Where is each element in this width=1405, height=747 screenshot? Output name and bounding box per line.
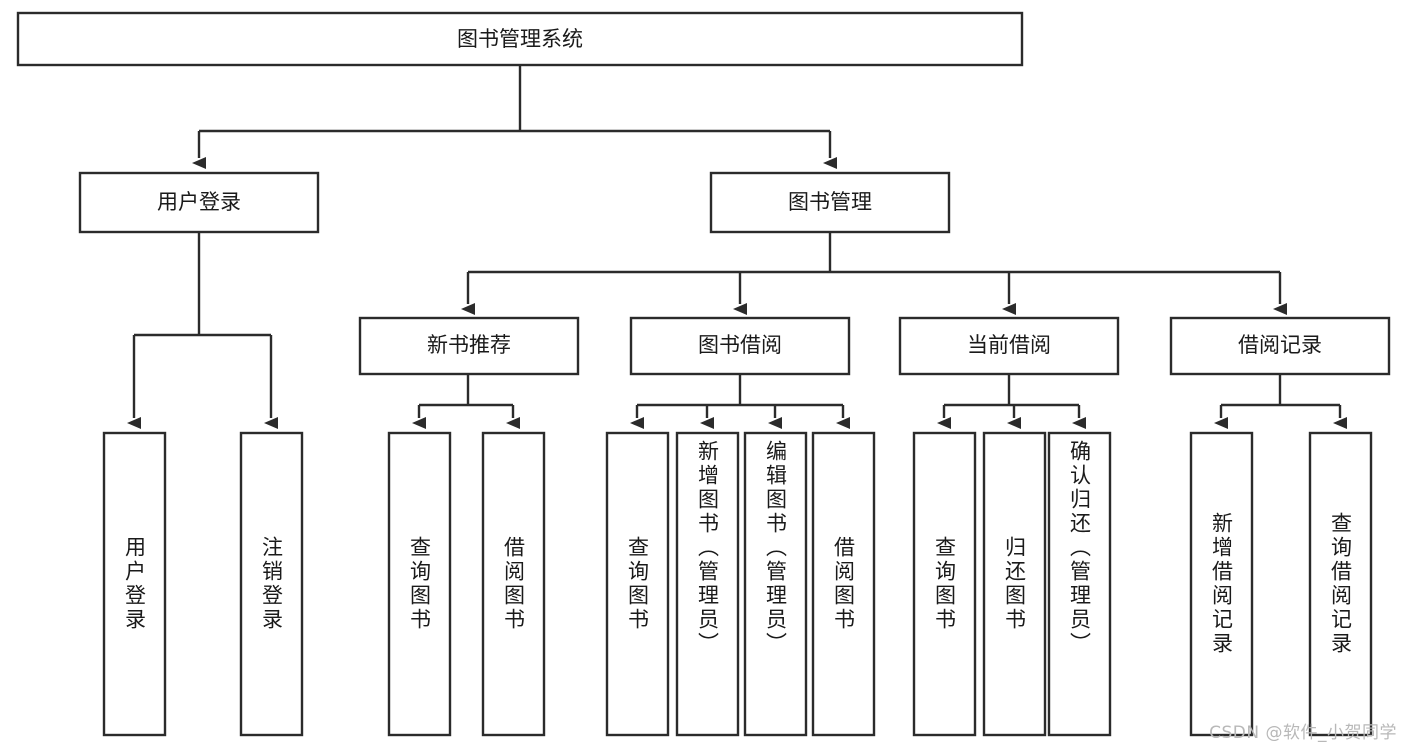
node-book-borrow-box[interactable] <box>629 316 851 376</box>
leaf-box-book-borrow-1[interactable] <box>605 431 670 737</box>
leaf-box-new-book-1[interactable] <box>387 431 452 737</box>
node-book-manage-label: 图书管理 <box>788 190 872 214</box>
node-borrow-record[interactable]: 借阅记录 <box>1169 316 1391 376</box>
leaf-box-borrow-record-2[interactable] <box>1308 431 1373 737</box>
node-current-borrow-box[interactable] <box>898 316 1120 376</box>
leaf-box-current-borrow-2[interactable] <box>982 431 1047 737</box>
node-current-borrow[interactable]: 当前借阅 <box>898 316 1120 376</box>
node-book-borrow-label: 图书借阅 <box>698 333 782 357</box>
node-root-box[interactable] <box>16 11 1024 67</box>
node-book-borrow[interactable]: 图书借阅 <box>629 316 851 376</box>
node-new-book-recommend[interactable]: 新书推荐 <box>358 316 580 376</box>
leaf-boxes <box>102 431 1373 737</box>
leaf-box-book-borrow-4[interactable] <box>811 431 876 737</box>
leaf-box-borrow-record-1[interactable] <box>1189 431 1254 737</box>
node-user-login-label: 用户登录 <box>157 190 241 214</box>
leaf-box-current-borrow-1[interactable] <box>912 431 977 737</box>
node-root[interactable]: 图书管理系统 <box>16 11 1024 67</box>
node-new-book-recommend-label: 新书推荐 <box>427 333 511 357</box>
watermark: CSDN @软件_小贺同学 <box>1209 723 1397 743</box>
node-book-manage-box[interactable] <box>709 171 951 234</box>
node-user-login[interactable]: 用户登录 <box>78 171 320 234</box>
leaf-box-current-borrow-3[interactable] <box>1047 431 1112 737</box>
node-book-manage[interactable]: 图书管理 <box>709 171 951 234</box>
node-current-borrow-label: 当前借阅 <box>967 333 1051 357</box>
node-root-label: 图书管理系统 <box>457 27 583 51</box>
node-borrow-record-box[interactable] <box>1169 316 1391 376</box>
connector-layer <box>127 65 1347 429</box>
leaf-box-book-borrow-3[interactable] <box>743 431 808 737</box>
node-user-login-box[interactable] <box>78 171 320 234</box>
leaf-box-user-login-1[interactable] <box>102 431 167 737</box>
node-new-book-recommend-box[interactable] <box>358 316 580 376</box>
leaf-box-user-login-2[interactable] <box>239 431 304 737</box>
node-borrow-record-label: 借阅记录 <box>1238 333 1322 357</box>
leaf-box-book-borrow-2[interactable] <box>675 431 740 737</box>
leaf-box-new-book-2[interactable] <box>481 431 546 737</box>
